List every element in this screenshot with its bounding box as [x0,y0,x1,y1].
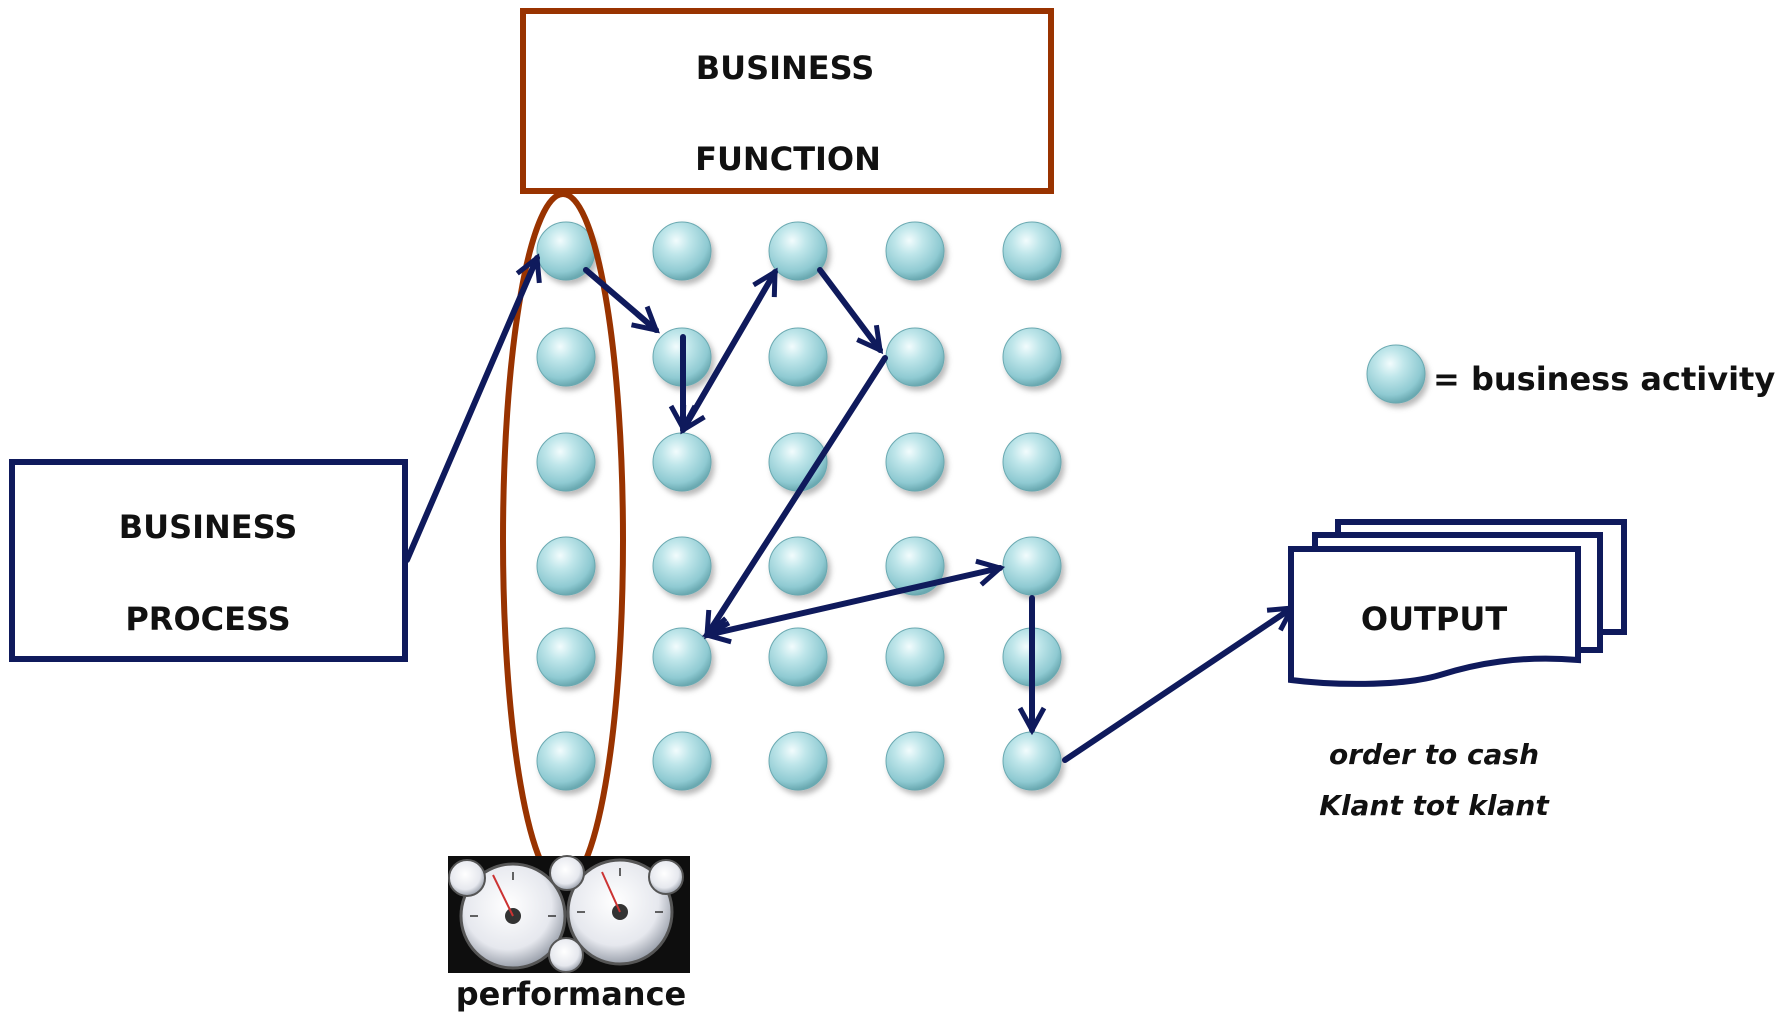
activity-node-r3-c1 [536,432,596,492]
arrow-flow-3 [680,272,778,430]
arrow-flow-6 [707,568,1000,635]
activity-node-r6-c4 [885,731,945,791]
business-function-line1: BUSINESS [696,49,875,87]
arrow-flow-4 [817,267,880,350]
activity-node-r1-c5 [1002,221,1062,281]
activity-node-r6-c3 [768,731,828,791]
output-doc-front [1288,546,1581,687]
activity-node-r5-c4 [885,627,945,687]
activity-node-r5-c2 [652,627,712,687]
activity-node-r6-c2 [652,731,712,791]
activity-node-r3-c2 [652,432,712,492]
activity-node-r4-c5 [1002,536,1062,596]
output-document-stack [1288,519,1627,687]
activity-node-r5-c3 [768,627,828,687]
activity-node-r1-c3 [768,221,828,281]
activity-node-r3-c5 [1002,432,1062,492]
arrow-to-output [1062,605,1292,763]
activity-node-r4-c1 [536,536,596,596]
business-process-line1: BUSINESS [119,508,298,546]
business-process-line2: PROCESS [125,600,290,638]
activity-node-r4-c3 [768,536,828,596]
activity-node-r2-c4 [885,327,945,387]
output-label: OUTPUT [1361,600,1507,638]
legend-text: = business activity [1433,360,1775,398]
activity-node-r1-c4 [885,221,945,281]
output-caption-line2: Klant tot klant [1319,789,1550,822]
activity-node-grid [536,221,1062,791]
legend-activity-node [1366,344,1426,404]
arrow-process-to-start [404,258,537,563]
performance-label: performance [456,975,686,1013]
activity-node-r6-c1 [536,731,596,791]
activity-node-r6-c5 [1002,731,1062,791]
process-flow-arrows [404,258,1292,763]
activity-node-r5-c1 [536,627,596,687]
business-function-line2: FUNCTION [695,140,881,178]
activity-node-r3-c4 [885,432,945,492]
arrow-flow-1 [583,267,656,330]
business-process-box [9,459,408,662]
activity-node-r2-c5 [1002,327,1062,387]
activity-node-r2-c1 [536,327,596,387]
activity-node-r2-c3 [768,327,828,387]
output-caption-line1: order to cash [1329,738,1539,771]
activity-node-r1-c2 [652,221,712,281]
business-function-box [520,8,1054,194]
dashboard-gauges-icon [448,855,690,973]
activity-node-r4-c2 [652,536,712,596]
